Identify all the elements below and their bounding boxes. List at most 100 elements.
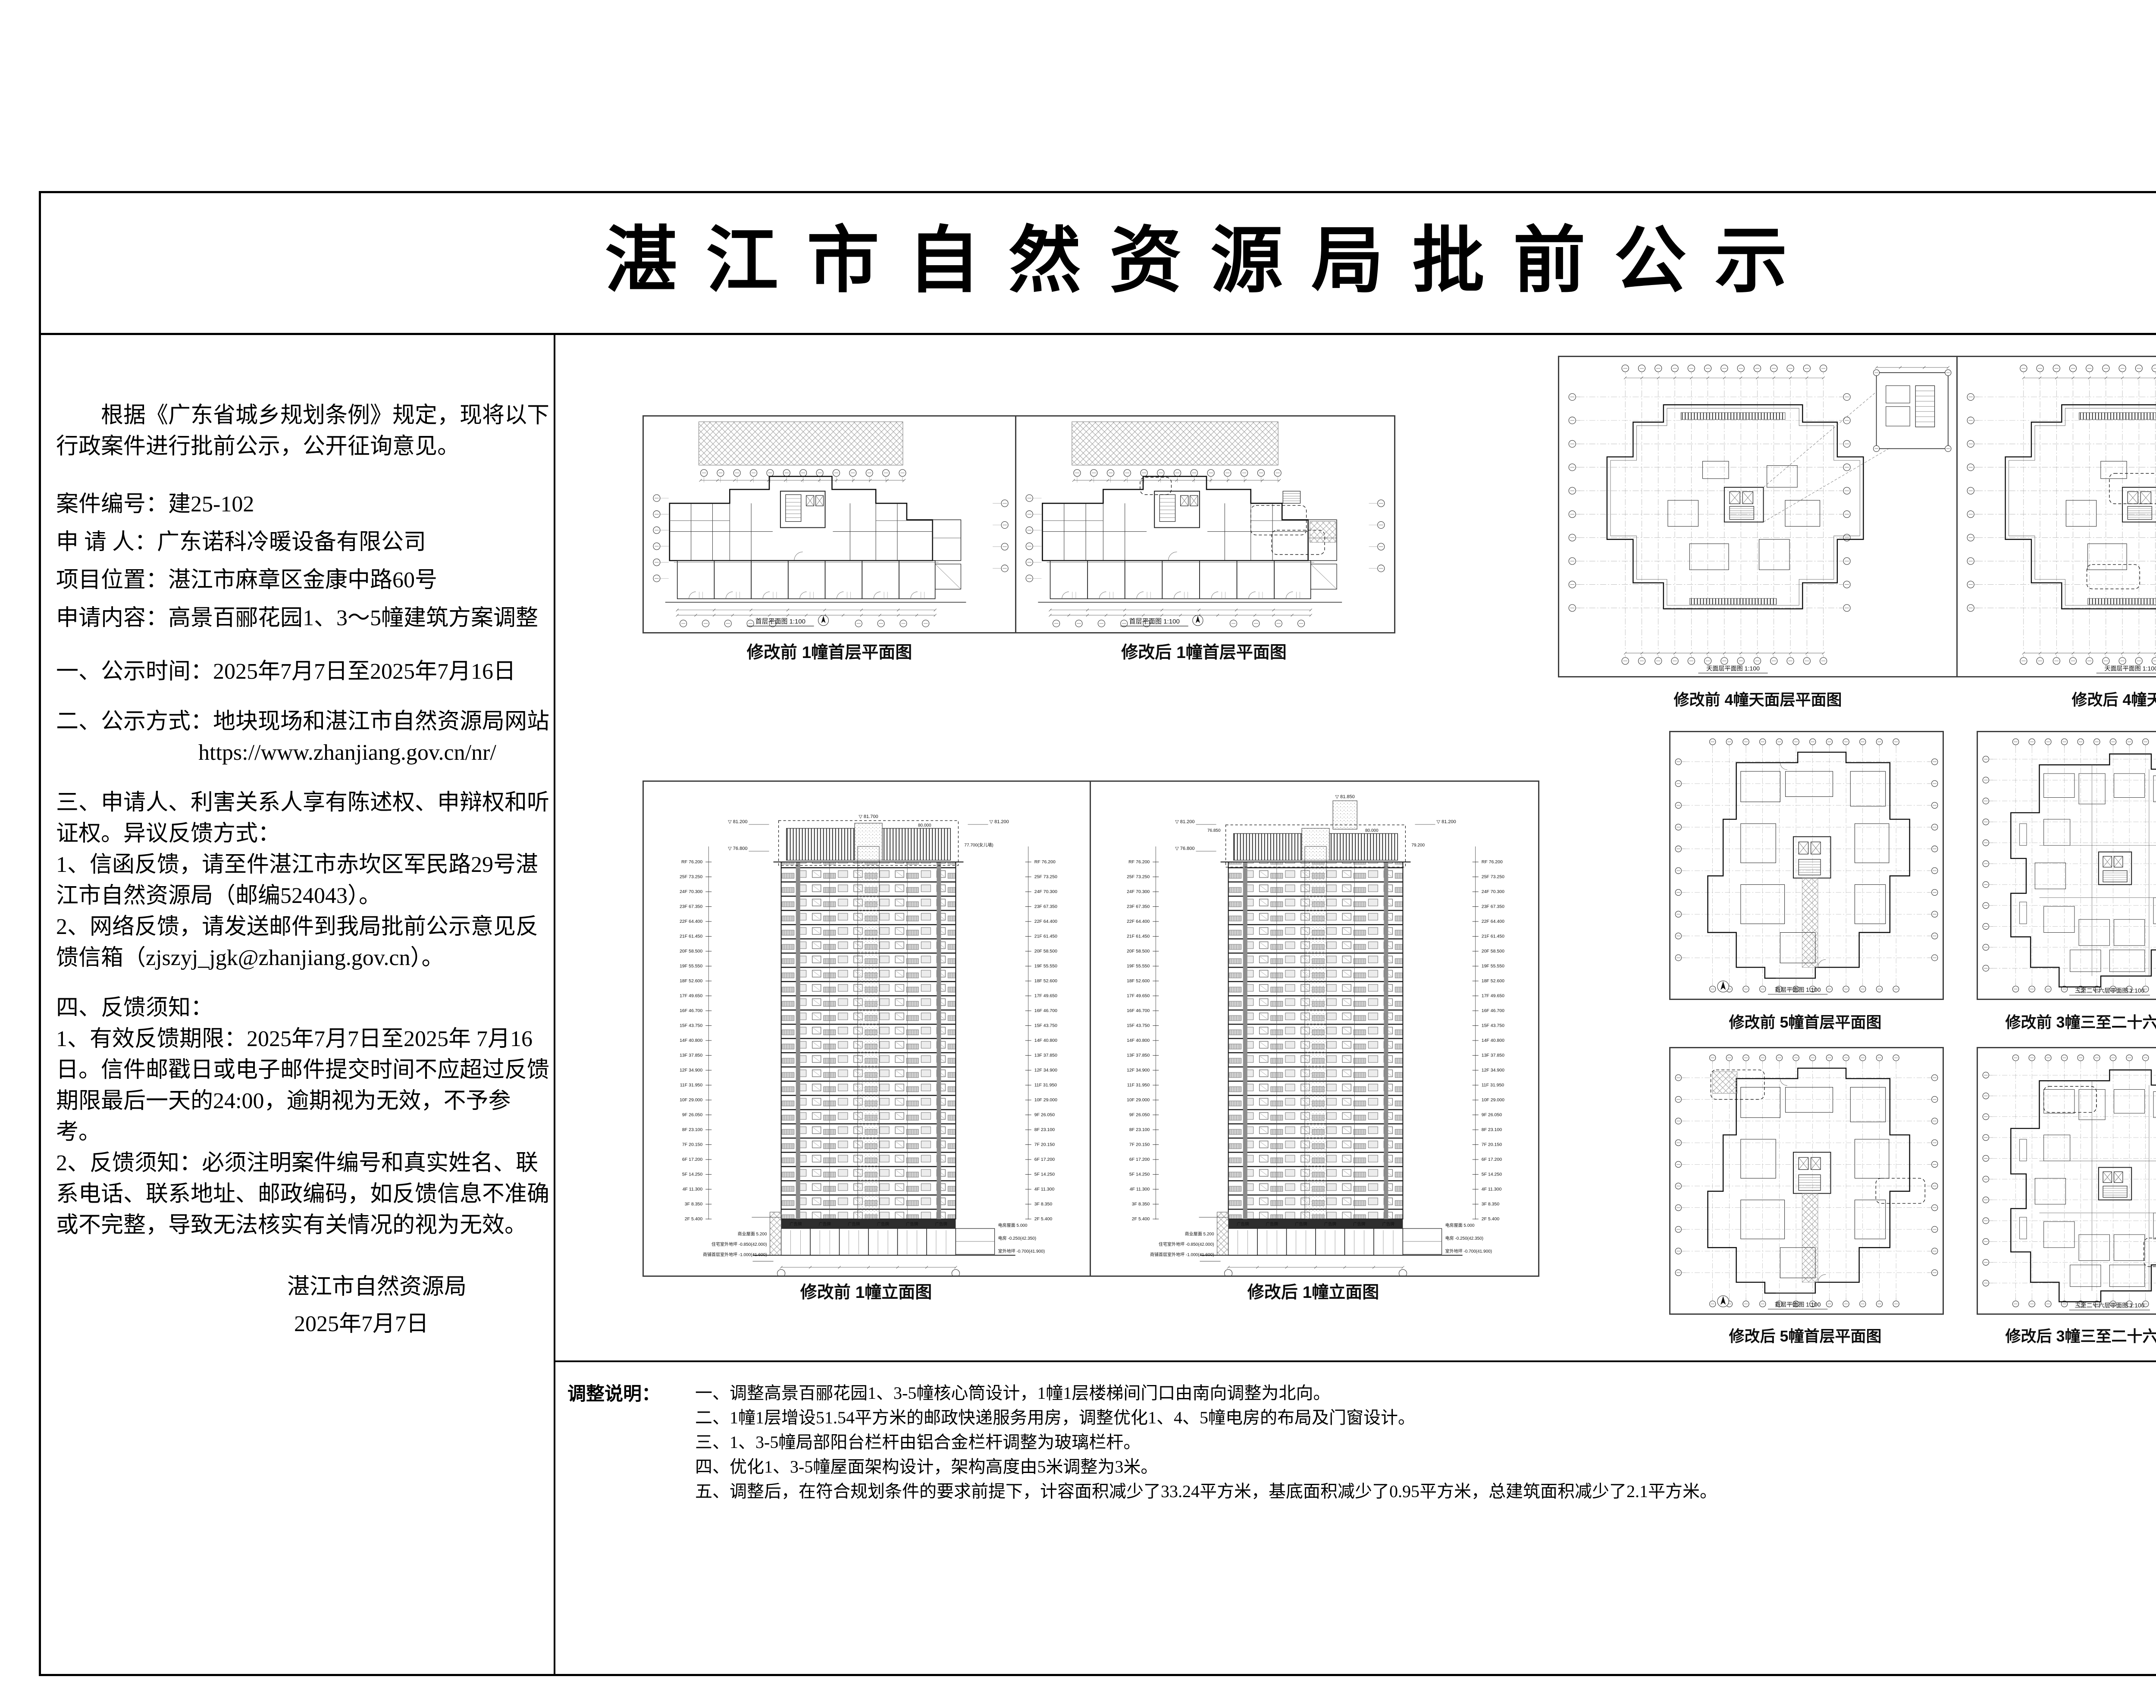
notice-url: https://www.zhanjiang.gov.cn/nr/ <box>198 740 496 765</box>
svg-text:18F 52.600: 18F 52.600 <box>1482 978 1504 984</box>
svg-text:商铺首层室外地坪 -1.000(41.600): 商铺首层室外地坪 -1.000(41.600) <box>703 1252 767 1257</box>
adjustment-items: 一、调整高景百郦花园1、3-5幢核心筒设计，1幢1层楼梯间门口由南向调整为北向。… <box>695 1381 2156 1504</box>
field-content: 申请内容：高景百郦花园1、3～5幢建筑方案调整 <box>56 599 553 637</box>
svg-text:首层平面图 1:100: 首层平面图 1:100 <box>755 618 805 625</box>
left-panel-divider <box>554 335 555 1674</box>
svg-text:24F 70.300: 24F 70.300 <box>1034 889 1057 894</box>
svg-text:22F 64.400: 22F 64.400 <box>680 919 702 924</box>
adjustment-item: 一、调整高景百郦花园1、3-5幢核心筒设计，1幢1层楼梯间门口由南向调整为北向。 <box>695 1383 1331 1403</box>
svg-text:21F 61.450: 21F 61.450 <box>680 934 702 939</box>
svg-text:24F 70.300: 24F 70.300 <box>1482 889 1504 894</box>
svg-text:RF 76.200: RF 76.200 <box>1482 859 1503 865</box>
svg-text:20F 58.500: 20F 58.500 <box>680 949 702 954</box>
svg-text:11F 31.950: 11F 31.950 <box>680 1083 703 1088</box>
svg-text:3F 8.350: 3F 8.350 <box>685 1202 703 1207</box>
svg-text:15F 43.750: 15F 43.750 <box>1034 1023 1057 1028</box>
notice-panel: 根据《广东省城乡规划条例》规定，现将以下行政案件进行批前公示，公开征询意见。 案… <box>56 400 553 1343</box>
adjustment-item: 三、1、3-5幢局部阳台栏杆由铝合金栏杆调整为玻璃栏杆。 <box>695 1432 1141 1452</box>
svg-text:13F 37.850: 13F 37.850 <box>680 1053 702 1058</box>
svg-text:5F 14.250: 5F 14.250 <box>682 1172 702 1177</box>
svg-text:3F 8.350: 3F 8.350 <box>1482 1202 1500 1207</box>
svg-text:20F 58.500: 20F 58.500 <box>1127 949 1150 954</box>
svg-text:住宅室外地坪 -0.850(42.000): 住宅室外地坪 -0.850(42.000) <box>711 1241 767 1247</box>
caption-b3-before: 修改前 3幢三至二十六层平面图 <box>2005 1013 2156 1031</box>
svg-text:广告牌: 广告牌 <box>819 1222 831 1227</box>
svg-text:广告牌: 广告牌 <box>848 1222 860 1227</box>
svg-text:▽ 81.700: ▽ 81.700 <box>859 814 878 819</box>
caption-b5-before: 修改前 5幢首层平面图 <box>1729 1013 1882 1031</box>
svg-text:8F 23.100: 8F 23.100 <box>682 1127 702 1132</box>
svg-text:12F 34.900: 12F 34.900 <box>1127 1068 1150 1073</box>
svg-text:7F 20.150: 7F 20.150 <box>1482 1142 1502 1147</box>
svg-text:21F 61.450: 21F 61.450 <box>1482 934 1504 939</box>
svg-text:20F 58.500: 20F 58.500 <box>1034 949 1057 954</box>
drawing-b5-after: 首层平面图 1:100 <box>1669 1047 1944 1315</box>
svg-text:22F 64.400: 22F 64.400 <box>1127 919 1150 924</box>
svg-text:11F 31.950: 11F 31.950 <box>1034 1083 1057 1088</box>
svg-text:4F 11.300: 4F 11.300 <box>1130 1187 1150 1192</box>
svg-text:22F 64.400: 22F 64.400 <box>1482 919 1504 924</box>
svg-text:76.850: 76.850 <box>1207 828 1221 833</box>
svg-text:16F 46.700: 16F 46.700 <box>680 1008 702 1013</box>
caption-plan1-after: 修改后 1幢首层平面图 <box>1121 643 1287 662</box>
notice-item-3-2: 2、网络反馈，请发送邮件到我局批前公示意见反馈信箱（zjszyj_jgk@zha… <box>56 915 539 970</box>
svg-text:19F 55.550: 19F 55.550 <box>1482 964 1504 969</box>
svg-text:4F 11.300: 4F 11.300 <box>1482 1187 1502 1192</box>
svg-text:广告牌: 广告牌 <box>906 1222 918 1227</box>
svg-text:25F 73.250: 25F 73.250 <box>1127 874 1150 880</box>
svg-text:21F 61.450: 21F 61.450 <box>1127 934 1150 939</box>
adjustment-label: 调整说明： <box>567 1384 660 1404</box>
caption-b5-after: 修改后 5幢首层平面图 <box>1729 1327 1882 1345</box>
notice-item-4-1: 1、有效反馈期限：2025年7月7日至2025年 7月16日。信件邮戳日或电子邮… <box>56 1027 550 1144</box>
svg-text:RF 76.200: RF 76.200 <box>681 859 702 865</box>
drawing-b3-before: 三至二十六层平面图 1:100 <box>1977 731 2156 1000</box>
svg-text:广告牌: 广告牌 <box>1295 1222 1307 1227</box>
svg-text:8F 23.100: 8F 23.100 <box>1482 1127 1502 1132</box>
field-location: 项目位置：湛江市麻章区金康中路60号 <box>56 561 553 599</box>
adjustment-item: 五、调整后，在符合规划条件的要求前提下，计容面积减少了33.24平方米，基底面积… <box>695 1482 1717 1501</box>
svg-text:5F 14.250: 5F 14.250 <box>1129 1172 1150 1177</box>
svg-text:14F 40.800: 14F 40.800 <box>1127 1038 1150 1043</box>
svg-text:17F 49.650: 17F 49.650 <box>1034 993 1057 999</box>
svg-text:6F 17.200: 6F 17.200 <box>1034 1157 1055 1162</box>
svg-text:广告牌: 广告牌 <box>1266 1222 1279 1227</box>
svg-text:23F 67.350: 23F 67.350 <box>680 904 702 909</box>
caption-roof4-before: 修改前 4幢天面层平面图 <box>1673 691 1842 708</box>
signature-agency: 湛江市自然资源局 <box>287 1275 467 1299</box>
svg-text:12F 34.900: 12F 34.900 <box>1034 1068 1057 1073</box>
svg-text:80.000: 80.000 <box>1365 828 1379 833</box>
svg-text:13F 37.850: 13F 37.850 <box>1482 1053 1504 1058</box>
svg-text:▽ 76.800: ▽ 76.800 <box>728 846 747 851</box>
svg-text:天面层平面图 1:100: 天面层平面图 1:100 <box>1706 665 1760 672</box>
drawing-plan1-before: 首层平面图 1:100 <box>642 415 1019 633</box>
svg-text:10F 29.000: 10F 29.000 <box>680 1097 702 1103</box>
caption-elev-before: 修改前 1幢立面图 <box>800 1283 932 1302</box>
field-label: 申请内容： <box>56 606 169 630</box>
svg-text:室外地坪 -0.700(41.900): 室外地坪 -0.700(41.900) <box>1445 1248 1492 1254</box>
notes-divider <box>555 1360 2156 1362</box>
field-applicant: 申 请 人：广东诺科冷暖设备有限公司 <box>56 523 553 561</box>
svg-text:5F 14.250: 5F 14.250 <box>1034 1172 1055 1177</box>
svg-text:3F 8.350: 3F 8.350 <box>1034 1202 1053 1207</box>
sheet-border <box>39 191 2156 1676</box>
notice-item-3: 三、申请人、利害关系人享有陈述权、申辩权和听证权。异议反馈方式： <box>56 790 550 846</box>
svg-text:23F 67.350: 23F 67.350 <box>1482 904 1504 909</box>
drawing-roof4-after: 天面层平面图 1:100 <box>1956 356 2156 677</box>
svg-text:电房 -0.250(42.350): 电房 -0.250(42.350) <box>1445 1235 1483 1241</box>
svg-text:7F 20.150: 7F 20.150 <box>1129 1142 1150 1147</box>
svg-text:RF 76.200: RF 76.200 <box>1128 859 1150 865</box>
notice-item-2: 二、公示方式：地块现场和湛江市自然资源局网站 <box>56 709 550 734</box>
svg-text:12F 34.900: 12F 34.900 <box>680 1068 702 1073</box>
svg-text:8F 23.100: 8F 23.100 <box>1034 1127 1055 1132</box>
svg-text:广告牌: 广告牌 <box>935 1222 947 1227</box>
drawing-b3-after: 三至二十六层平面图 1:100 <box>1977 1047 2156 1315</box>
svg-text:9F 26.050: 9F 26.050 <box>1482 1113 1502 1118</box>
svg-text:室外地坪 -0.700(41.900): 室外地坪 -0.700(41.900) <box>998 1248 1045 1254</box>
svg-text:电房屋面 5.000: 电房屋面 5.000 <box>998 1222 1028 1228</box>
svg-text:16F 46.700: 16F 46.700 <box>1482 1008 1504 1013</box>
svg-text:▽ 81.200: ▽ 81.200 <box>1175 819 1194 824</box>
svg-text:广告牌: 广告牌 <box>1324 1222 1336 1227</box>
svg-text:17F 49.650: 17F 49.650 <box>680 993 702 999</box>
svg-text:77.700(女儿墙): 77.700(女儿墙) <box>964 842 993 848</box>
